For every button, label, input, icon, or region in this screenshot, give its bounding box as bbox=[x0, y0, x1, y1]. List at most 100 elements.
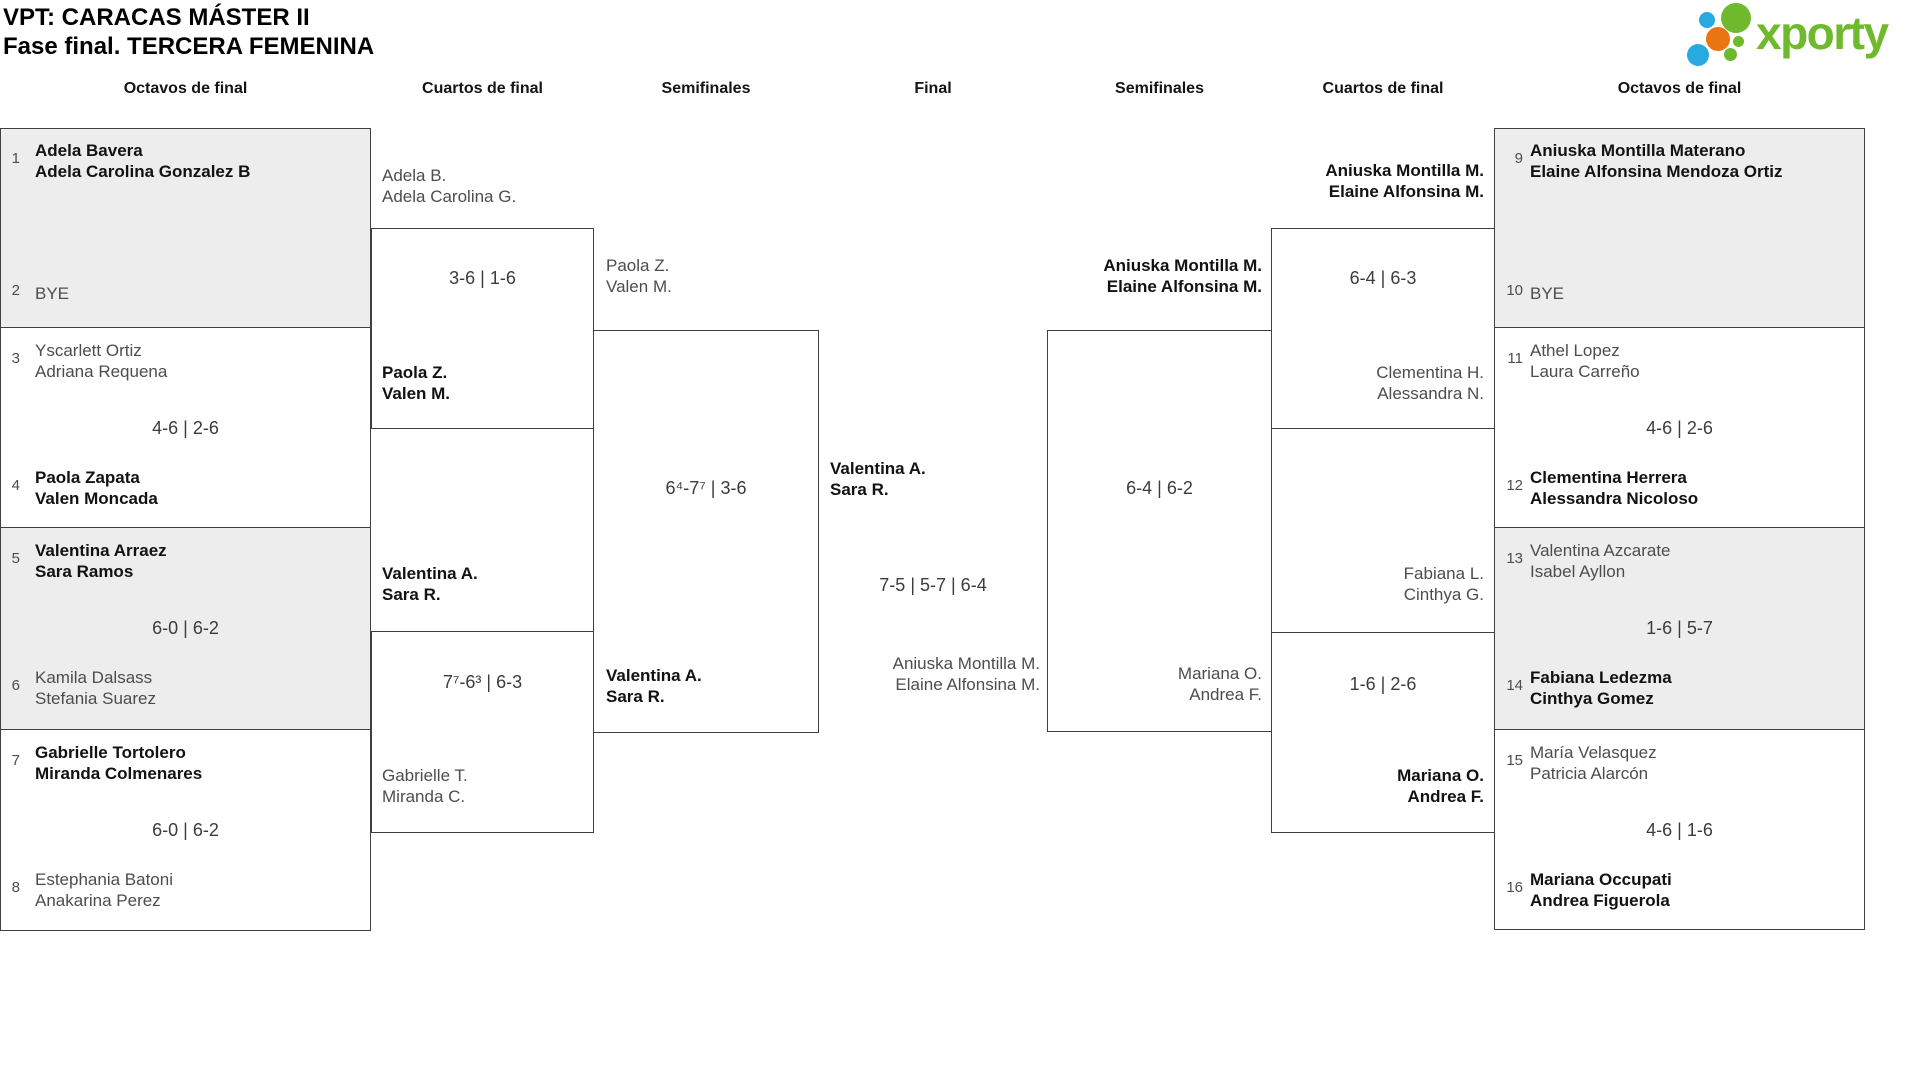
seed-number: 14 bbox=[1506, 677, 1523, 694]
player-name: Andrea F. bbox=[1407, 787, 1484, 806]
player-name: Fabiana Ledezma bbox=[1530, 668, 1672, 687]
player-name: Aniuska Montilla M. bbox=[1103, 256, 1262, 275]
player-name: Sara R. bbox=[382, 585, 441, 604]
match-box-rsf bbox=[1047, 330, 1272, 732]
player-name: Valentina Arraez bbox=[35, 541, 167, 560]
player-name: Elaine Alfonsina Mendoza Ortiz bbox=[1530, 162, 1783, 181]
match-score: 7⁷-6³ | 6-3 bbox=[442, 672, 523, 692]
match-score: 6⁴-7⁷ | 3-6 bbox=[665, 478, 747, 498]
player-name: Valentina Azcarate bbox=[1530, 541, 1671, 560]
team-rsf-a: Aniuska Montilla M. Elaine Alfonsina M. bbox=[1056, 255, 1262, 297]
seed-number: 6 bbox=[11, 677, 20, 694]
player-name: Adela Bavera bbox=[35, 141, 143, 160]
final-score: 7-5 | 5-7 | 6-4 bbox=[879, 575, 987, 595]
match-box-rqf-1 bbox=[1271, 228, 1495, 429]
logo-dot-orange bbox=[1706, 27, 1730, 51]
seed-number: 7 bbox=[11, 752, 20, 769]
seed-number: 12 bbox=[1506, 477, 1523, 494]
team-r16-2a: Athel Lopez Laura Carreño bbox=[1530, 340, 1640, 382]
seed-number: 2 bbox=[11, 282, 20, 299]
match-score: 6-0 | 6-2 bbox=[152, 820, 219, 840]
round-header-l-semis: Semifinales bbox=[661, 80, 751, 97]
team-l16-2b: Paola Zapata Valen Moncada bbox=[35, 467, 158, 509]
team-r16-2b: Clementina Herrera Alessandra Nicoloso bbox=[1530, 467, 1698, 509]
team-rqf-2a: Fabiana L. Cinthya G. bbox=[1280, 563, 1484, 605]
player-name: Elaine Alfonsina M. bbox=[895, 675, 1040, 694]
seed-number: 9 bbox=[1514, 150, 1523, 167]
seed-number: 1 bbox=[11, 150, 20, 167]
team-lsf-a: Paola Z. Valen M. bbox=[606, 255, 672, 297]
xporty-logo: xporty bbox=[1680, 2, 1920, 68]
round-header-l-octavos: Octavos de final bbox=[123, 80, 248, 97]
match-score: 4-6 | 2-6 bbox=[152, 418, 219, 438]
match-box-l16-4 bbox=[0, 729, 371, 931]
seed-number: 16 bbox=[1506, 879, 1523, 896]
player-name: Sara Ramos bbox=[35, 562, 134, 581]
team-rqf-1b: Clementina H. Alessandra N. bbox=[1280, 362, 1484, 404]
team-final-a: Valentina A. Sara R. bbox=[830, 458, 926, 500]
team-lqf-1a: Adela B. Adela Carolina G. bbox=[382, 165, 516, 207]
player-name: Stefania Suarez bbox=[35, 689, 156, 708]
team-rqf-2b: Mariana O. Andrea F. bbox=[1280, 765, 1484, 807]
team-l16-3a: Valentina Arraez Sara Ramos bbox=[35, 540, 167, 582]
round-header-r-cuartos: Cuartos de final bbox=[1322, 80, 1444, 97]
logo-dot-blue-medium bbox=[1687, 44, 1709, 66]
player-name: Yscarlett Ortiz bbox=[35, 341, 142, 360]
team-lsf-b: Valentina A. Sara R. bbox=[606, 665, 702, 707]
match-score: 4-6 | 2-6 bbox=[1646, 418, 1713, 438]
match-box-r16-3 bbox=[1494, 527, 1865, 730]
player-name: Valen Moncada bbox=[35, 489, 158, 508]
player-name: Estephania Batoni bbox=[35, 870, 173, 889]
player-name: Anakarina Perez bbox=[35, 891, 161, 910]
player-name: Valentina A. bbox=[606, 666, 702, 685]
team-rsf-b: Mariana O. Andrea F. bbox=[1056, 663, 1262, 705]
player-name: Kamila Dalsass bbox=[35, 668, 153, 687]
team-r16-3a: Valentina Azcarate Isabel Ayllon bbox=[1530, 540, 1671, 582]
player-name: Elaine Alfonsina M. bbox=[1328, 182, 1484, 201]
player-name: Adela Carolina Gonzalez B bbox=[35, 162, 251, 181]
match-box-r16-2 bbox=[1494, 327, 1865, 528]
logo-dot-blue-small bbox=[1699, 12, 1715, 28]
seed-number: 10 bbox=[1506, 282, 1523, 299]
player-name: Mariana O. bbox=[1397, 766, 1484, 785]
match-score: 1-6 | 2-6 bbox=[1349, 674, 1417, 694]
player-name: Valen M. bbox=[382, 384, 451, 403]
player-name: Aniuska Montilla M. bbox=[1325, 161, 1484, 180]
player-name: Clementina Herrera bbox=[1530, 468, 1687, 487]
player-name: Paola Zapata bbox=[35, 468, 140, 487]
team-l16-3b: Kamila Dalsass Stefania Suarez bbox=[35, 667, 156, 709]
team-l16-4a: Gabrielle Tortolero Miranda Colmenares bbox=[35, 742, 202, 784]
team-final-b: Aniuska Montilla M. Elaine Alfonsina M. bbox=[830, 653, 1040, 695]
player-name: Valentina A. bbox=[382, 564, 478, 583]
round-header-r-semis: Semifinales bbox=[1115, 80, 1204, 97]
tournament-title: VPT: CARACAS MÁSTER II bbox=[3, 4, 310, 31]
team-l16-2a: Yscarlett Ortiz Adriana Requena bbox=[35, 340, 167, 382]
round-header-final: Final bbox=[914, 80, 952, 97]
team-rqf-1a: Aniuska Montilla M. Elaine Alfonsina M. bbox=[1280, 160, 1484, 202]
seed-number: 5 bbox=[11, 550, 20, 567]
team-r16-1b-bye: BYE bbox=[1530, 284, 1565, 303]
match-score: 6-4 | 6-2 bbox=[1126, 478, 1193, 498]
seed-number: 15 bbox=[1506, 752, 1523, 769]
player-name: Laura Carreño bbox=[1530, 362, 1640, 381]
seed-number: 3 bbox=[11, 350, 20, 367]
player-name: Patricia Alarcón bbox=[1530, 764, 1649, 783]
team-r16-1a: Aniuska Montilla Materano Elaine Alfonsi… bbox=[1530, 140, 1783, 182]
match-score: 3-6 | 1-6 bbox=[449, 268, 516, 288]
player-name: Aniuska Montilla Materano bbox=[1530, 141, 1746, 160]
team-r16-3b: Fabiana Ledezma Cinthya Gomez bbox=[1530, 667, 1672, 709]
seed-number: 13 bbox=[1506, 550, 1523, 567]
match-score: 4-6 | 1-6 bbox=[1646, 820, 1713, 840]
player-name: Mariana Occupati bbox=[1530, 870, 1672, 889]
team-l16-4b: Estephania Batoni Anakarina Perez bbox=[35, 869, 173, 911]
player-name: Mariana O. bbox=[1177, 664, 1262, 683]
player-name: Paola Z. bbox=[382, 363, 448, 382]
player-name: Valen M. bbox=[606, 277, 672, 296]
player-name: Cinthya Gomez bbox=[1530, 689, 1654, 708]
player-name: Adela B. bbox=[382, 166, 447, 185]
logo-wordmark: xporty bbox=[1756, 7, 1889, 59]
player-name: Clementina H. bbox=[1376, 363, 1484, 382]
player-name: Paola Z. bbox=[606, 256, 670, 275]
player-name: Miranda C. bbox=[382, 787, 466, 806]
match-box-l16-2 bbox=[0, 327, 371, 528]
